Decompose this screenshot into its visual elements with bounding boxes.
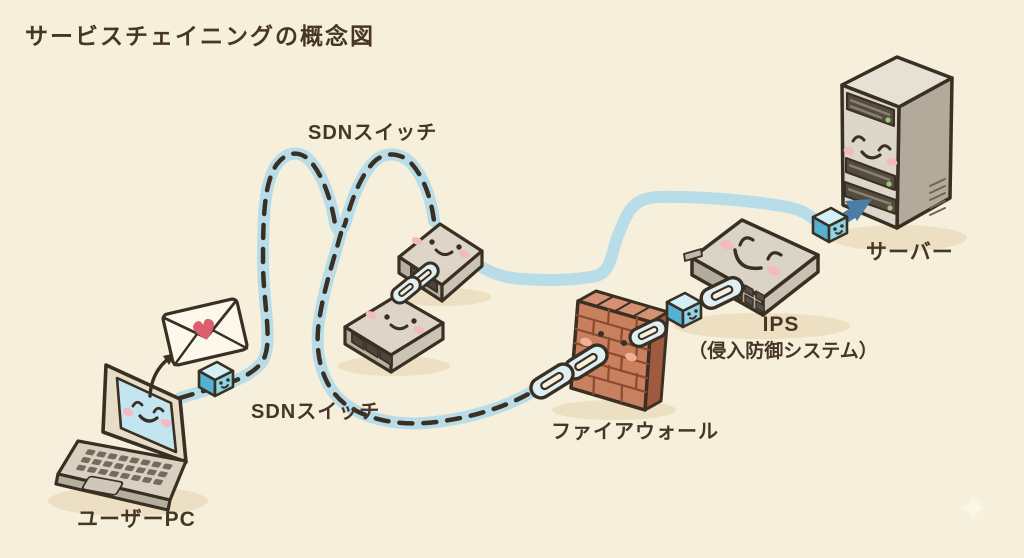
server-face bbox=[843, 135, 898, 166]
laptop-keyboard bbox=[76, 449, 173, 496]
dashed-route-switch-to-firewall bbox=[311, 227, 538, 430]
label-firewall: ファイアウォール bbox=[551, 421, 719, 443]
label-sdn-switch-bottom: SDNスイッチ bbox=[251, 401, 381, 423]
heart-icon bbox=[193, 318, 215, 340]
packet-cube-icon bbox=[811, 206, 849, 244]
label-ips-sublabel: （侵入防御システム） bbox=[688, 341, 878, 362]
laptop-face bbox=[122, 400, 172, 428]
chain-link-icon bbox=[628, 318, 668, 348]
chain-link-icon bbox=[390, 275, 422, 305]
label-sdn-switch-top: SDNスイッチ bbox=[308, 122, 438, 144]
user-pc-icon bbox=[54, 363, 188, 512]
chain-link-icon bbox=[529, 362, 575, 400]
dashed-route-pc-to-switch bbox=[174, 147, 440, 404]
server-icon bbox=[840, 55, 954, 230]
switch-ports bbox=[351, 332, 393, 367]
chain-link-icon bbox=[563, 343, 609, 381]
ips-face bbox=[720, 236, 783, 276]
server-side-vents bbox=[929, 178, 946, 216]
laptop-trackpad bbox=[81, 475, 124, 496]
ips-icon bbox=[683, 218, 820, 317]
route-switch-to-server bbox=[464, 190, 822, 286]
ips-tag bbox=[683, 248, 703, 262]
sdn-switch-bottom-icon bbox=[343, 294, 445, 374]
mail-envelope-icon bbox=[161, 297, 249, 367]
page-title: サービスチェイニングの概念図 bbox=[25, 23, 375, 49]
laptop-screen bbox=[115, 376, 178, 454]
firewall-face bbox=[580, 331, 637, 362]
server-rack-slots bbox=[844, 92, 897, 215]
label-server: サーバー bbox=[866, 241, 954, 264]
label-user-pc: ユーザーPC bbox=[77, 508, 196, 531]
label-ips: IPS bbox=[762, 313, 800, 336]
sparkle-icon: ✦ bbox=[959, 490, 988, 528]
packet-cube-icon bbox=[197, 360, 235, 398]
switch-top-face bbox=[411, 237, 470, 258]
shadows bbox=[48, 225, 967, 516]
switch-bottom-face bbox=[365, 311, 425, 334]
packet-cube-icon bbox=[665, 291, 703, 329]
